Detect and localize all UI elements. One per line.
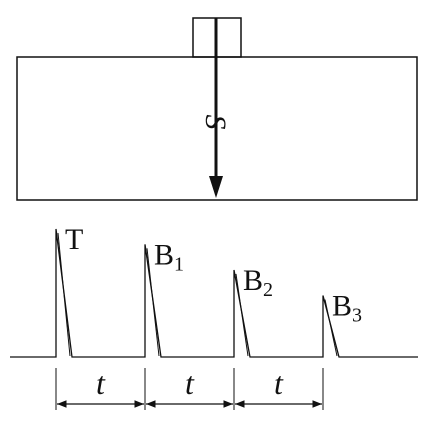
pulse-subscript: 1 [174,253,184,275]
echo-waveform [10,228,418,358]
interval-label-1: t [96,365,106,401]
pulse-letter: B [243,264,263,297]
pulse-label-4: B3 [332,290,362,327]
pulse-3-edge [235,273,249,357]
echo-trace [10,228,418,358]
pulse-label-2: B1 [154,238,184,275]
pulse-4-edge [324,299,338,357]
pulse-1-edge [57,232,71,357]
pulse-letter: T [65,223,83,256]
sound-path-arrowhead [209,176,223,198]
pulse-subscript: 2 [263,279,273,301]
interval-label-2: t [185,365,195,401]
depth-label: S [199,115,232,130]
interval-label-3: t [274,365,284,401]
pulse-letter: B [332,290,352,323]
pulse-subscript: 3 [352,305,362,327]
pulse-letter: B [154,238,174,271]
pulse-2-edge [146,248,160,357]
pulse-label-3: B2 [243,264,273,301]
pulse-label-1: T [65,223,83,256]
